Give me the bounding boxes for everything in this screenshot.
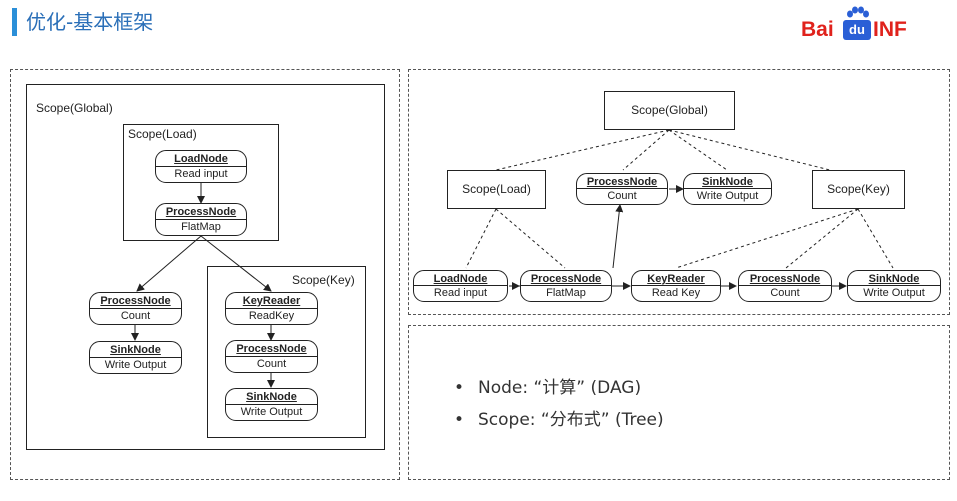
node-name: LoadNode — [156, 151, 246, 167]
node-name: ProcessNode — [226, 341, 317, 357]
right-count-b-node: ProcessNode Count — [738, 270, 832, 302]
logo-text-inf: INF — [873, 18, 907, 41]
left-flatmap-node: ProcessNode FlatMap — [155, 203, 247, 236]
node-op: ReadKey — [248, 309, 295, 322]
node-name: ProcessNode — [739, 271, 831, 286]
node-op: Write Output — [240, 405, 303, 418]
bullet-dot-icon: • — [454, 410, 465, 430]
paw-icon — [847, 6, 869, 18]
node-op: Write Output — [104, 358, 167, 371]
node-name: KeyReader — [632, 271, 720, 286]
left-keyreader-node: KeyReader ReadKey — [225, 292, 318, 325]
right-bottom-panel — [408, 325, 950, 480]
node-op: Read input — [174, 167, 228, 180]
right-scope-key: Scope(Key) — [812, 170, 905, 209]
node-op: FlatMap — [546, 287, 586, 299]
left-count-node: ProcessNode Count — [89, 292, 182, 325]
node-op: Write Output — [863, 287, 925, 299]
node-op: Count — [770, 287, 800, 299]
node-name: ProcessNode — [156, 204, 246, 220]
logo-badge-du: du — [843, 20, 871, 40]
node-op: Count — [607, 190, 637, 202]
node-name: SinkNode — [90, 342, 181, 358]
node-op: Count — [256, 357, 287, 370]
left-scope-global — [26, 84, 385, 450]
bullet-dot-icon: • — [454, 378, 465, 398]
logo-text-bai: Bai — [801, 18, 834, 41]
node-name: ProcessNode — [90, 293, 181, 309]
left-sink-node: SinkNode Write Output — [89, 341, 182, 374]
node-name: SinkNode — [848, 271, 940, 286]
baidu-inf-logo: Bai du INF — [801, 6, 921, 42]
node-name: SinkNode — [226, 389, 317, 405]
node-name: KeyReader — [226, 293, 317, 309]
left-panel — [10, 69, 400, 480]
right-count-node: ProcessNode Count — [576, 173, 668, 205]
slide-title: 优化-基本框架 — [26, 10, 154, 34]
node-name: ProcessNode — [577, 174, 667, 189]
left-count-b-node: ProcessNode Count — [225, 340, 318, 373]
bullet-item-scope: • Scope: “分布式” (Tree) — [452, 404, 664, 436]
bullet-list: • Node: “计算” (DAG) • Scope: “分布式” (Tree) — [452, 372, 664, 436]
left-sink-b-node: SinkNode Write Output — [225, 388, 318, 421]
left-scope-global-label: Scope(Global) — [36, 101, 113, 115]
right-load-node: LoadNode Read input — [413, 270, 508, 302]
left-scope-load-label: Scope(Load) — [128, 127, 197, 141]
node-op: FlatMap — [181, 220, 221, 233]
left-scope-key — [207, 266, 366, 438]
node-name: ProcessNode — [521, 271, 611, 286]
node-op: Read Key — [651, 287, 701, 299]
node-op: Read input — [433, 287, 488, 299]
left-scope-load — [123, 124, 279, 241]
right-scope-global-label: Scope(Global) — [631, 103, 708, 117]
left-load-node: LoadNode Read input — [155, 150, 247, 183]
node-op: Write Output — [696, 190, 759, 202]
right-flatmap-node: ProcessNode FlatMap — [520, 270, 612, 302]
right-scope-load: Scope(Load) — [447, 170, 546, 209]
right-keyreader-node: KeyReader Read Key — [631, 270, 721, 302]
bullet-item-node: • Node: “计算” (DAG) — [452, 372, 664, 404]
right-sink-top-node: SinkNode Write Output — [683, 173, 772, 205]
node-name: SinkNode — [684, 174, 771, 189]
right-top-panel — [408, 69, 950, 315]
title-accent-bar — [12, 8, 17, 36]
right-scope-key-label: Scope(Key) — [827, 182, 890, 196]
node-name: LoadNode — [414, 271, 507, 286]
left-scope-key-label: Scope(Key) — [292, 273, 355, 287]
right-scope-global: Scope(Global) — [604, 91, 735, 130]
bullet-text: Scope: “分布式” (Tree) — [478, 410, 664, 430]
node-op: Count — [120, 309, 151, 322]
bullet-text: Node: “计算” (DAG) — [478, 378, 642, 398]
right-sink-b-node: SinkNode Write Output — [847, 270, 941, 302]
right-scope-load-label: Scope(Load) — [462, 182, 531, 196]
